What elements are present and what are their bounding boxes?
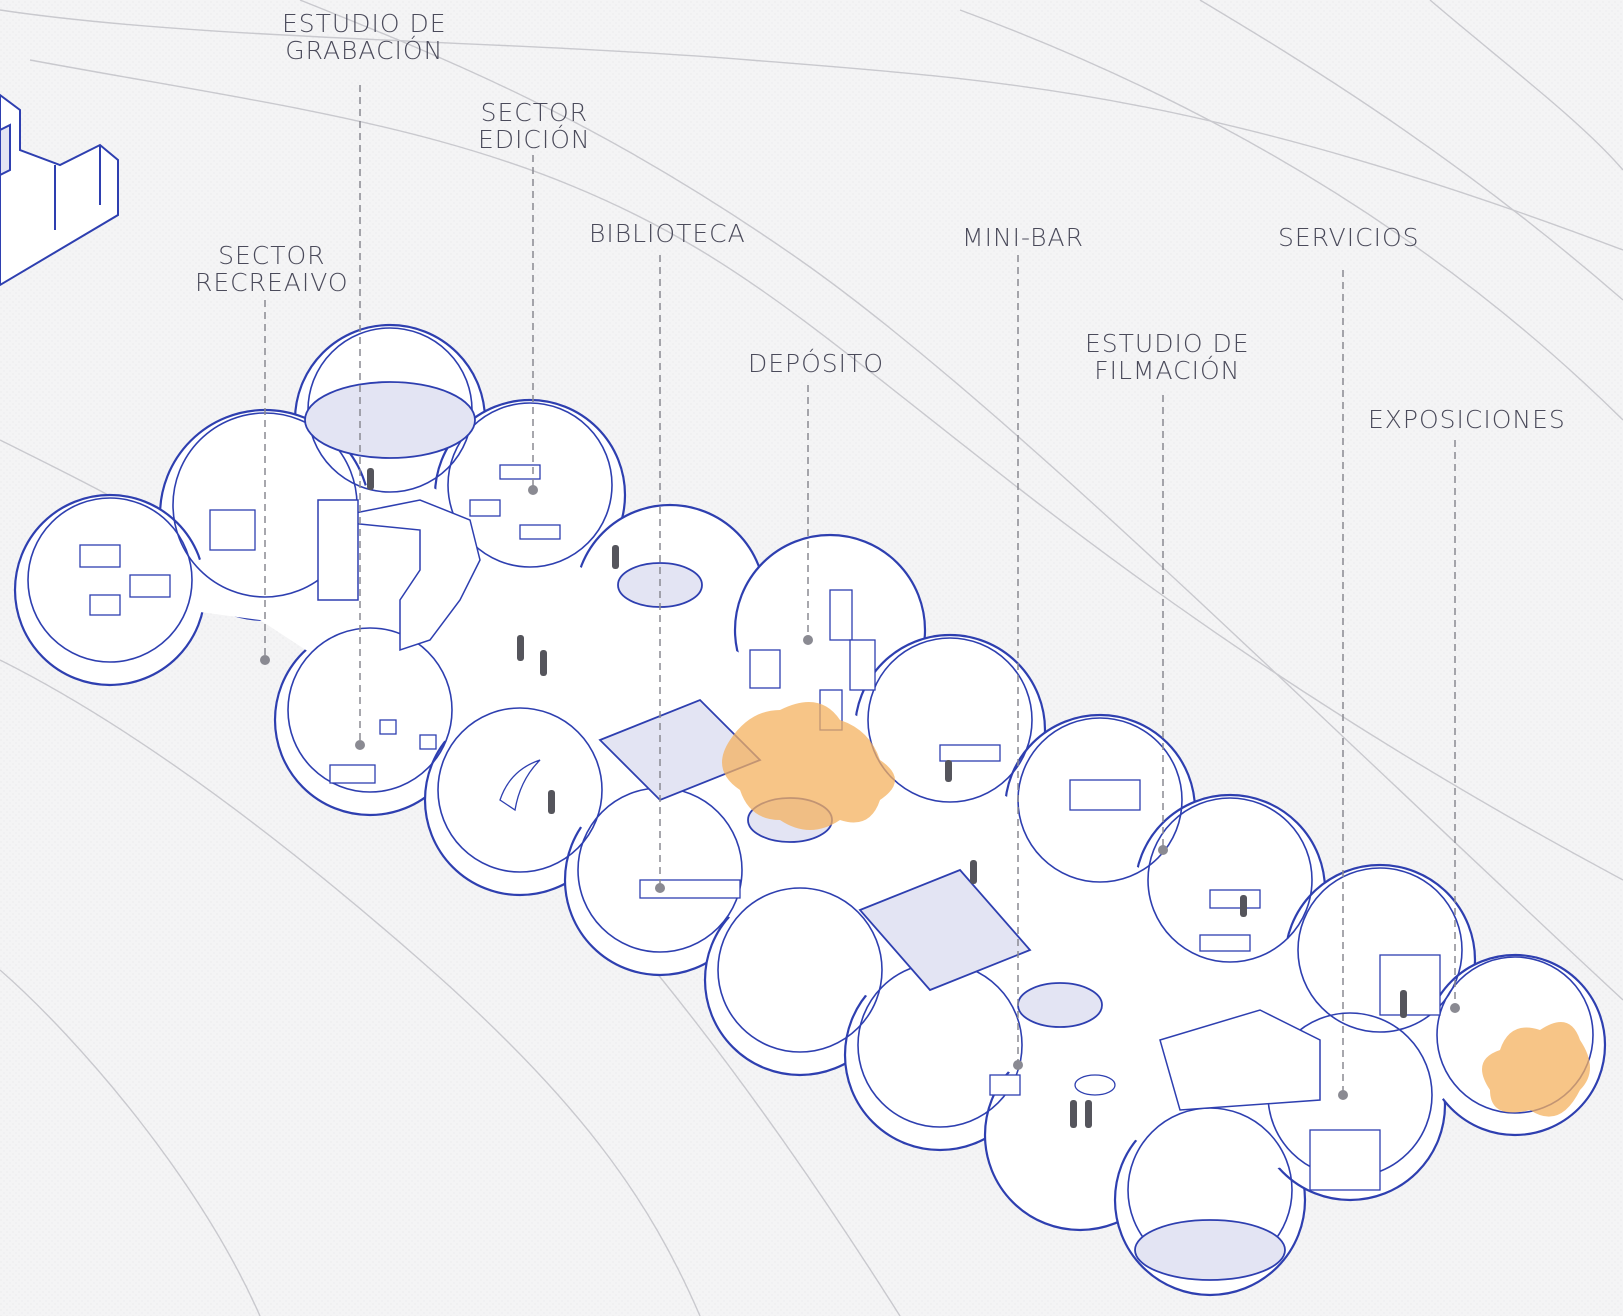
label-line: SECTOR	[480, 98, 589, 127]
label-line: EDICIÓN	[478, 125, 591, 154]
adjacent-building	[0, 93, 119, 287]
furniture	[79, 464, 1441, 1191]
accent-highlights	[722, 702, 1590, 1117]
courtyards	[304, 381, 1286, 1281]
label-line: MINI-BAR	[962, 223, 1084, 252]
label-line: SERVICIOS	[1278, 223, 1420, 252]
label-deposito: DEPÓSITO	[748, 350, 884, 377]
label-sector-edicion: SECTOR EDICIÓN	[478, 99, 591, 153]
label-estudio-filmacion: ESTUDIO DE FILMACIÓN	[1085, 330, 1250, 384]
label-servicios: SERVICIOS	[1278, 224, 1420, 251]
label-line: DEPÓSITO	[748, 349, 884, 378]
people	[367, 468, 1407, 1128]
label-estudio-grabacion: ESTUDIO DE GRABACIÓN	[282, 10, 447, 64]
staircases	[317, 499, 1321, 1111]
label-line: ESTUDIO DE	[282, 9, 447, 38]
label-mini-bar: MINI-BAR	[962, 224, 1084, 251]
leader-anchors	[260, 485, 1460, 1100]
label-biblioteca: BIBLIOTECA	[589, 220, 746, 247]
label-line: RECREAIVO	[195, 268, 349, 297]
label-sector-recreativo: SECTOR RECREAIVO	[195, 242, 349, 296]
label-line: SECTOR	[218, 241, 326, 270]
label-line: GRABACIÓN	[285, 36, 444, 65]
building-plan	[13, 323, 1607, 1297]
label-line: BIBLIOTECA	[589, 219, 746, 248]
label-line: FILMACIÓN	[1094, 356, 1241, 385]
label-line: EXPOSICIONES	[1368, 405, 1566, 434]
label-line: ESTUDIO DE	[1085, 329, 1250, 358]
label-exposiciones: EXPOSICIONES	[1368, 406, 1566, 433]
leader-lines	[264, 85, 1456, 1095]
